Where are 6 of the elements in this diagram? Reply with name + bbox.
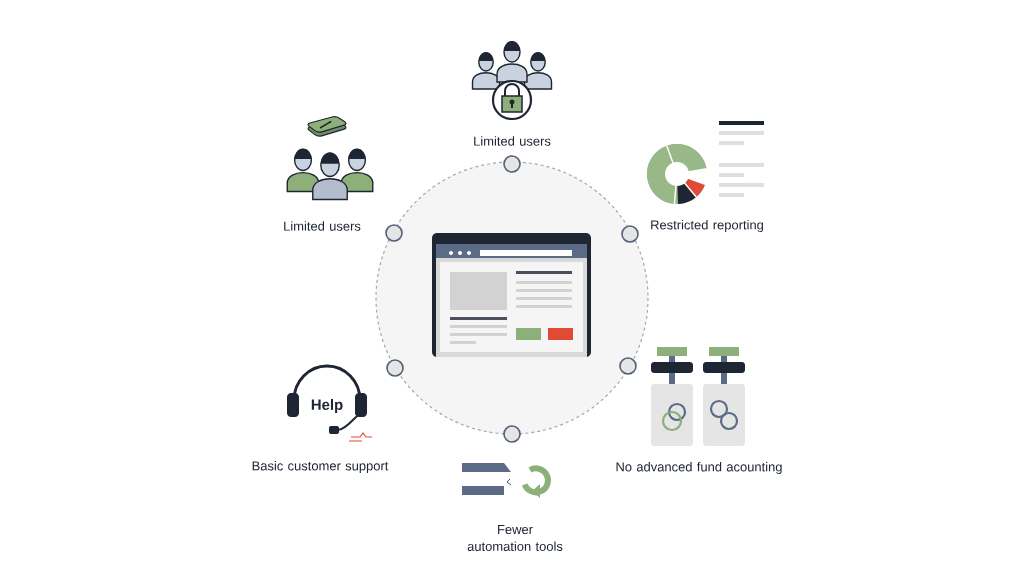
feature-label: Fewer automation tools <box>467 525 563 551</box>
feature-label: Limited users <box>474 136 551 146</box>
feature-label: Basic customer support <box>252 460 389 474</box>
feature-label: Restricted reporting <box>651 219 763 233</box>
feature-label: No advanced fund acounting <box>616 461 782 475</box>
feature-label: Limited users <box>284 221 361 231</box>
